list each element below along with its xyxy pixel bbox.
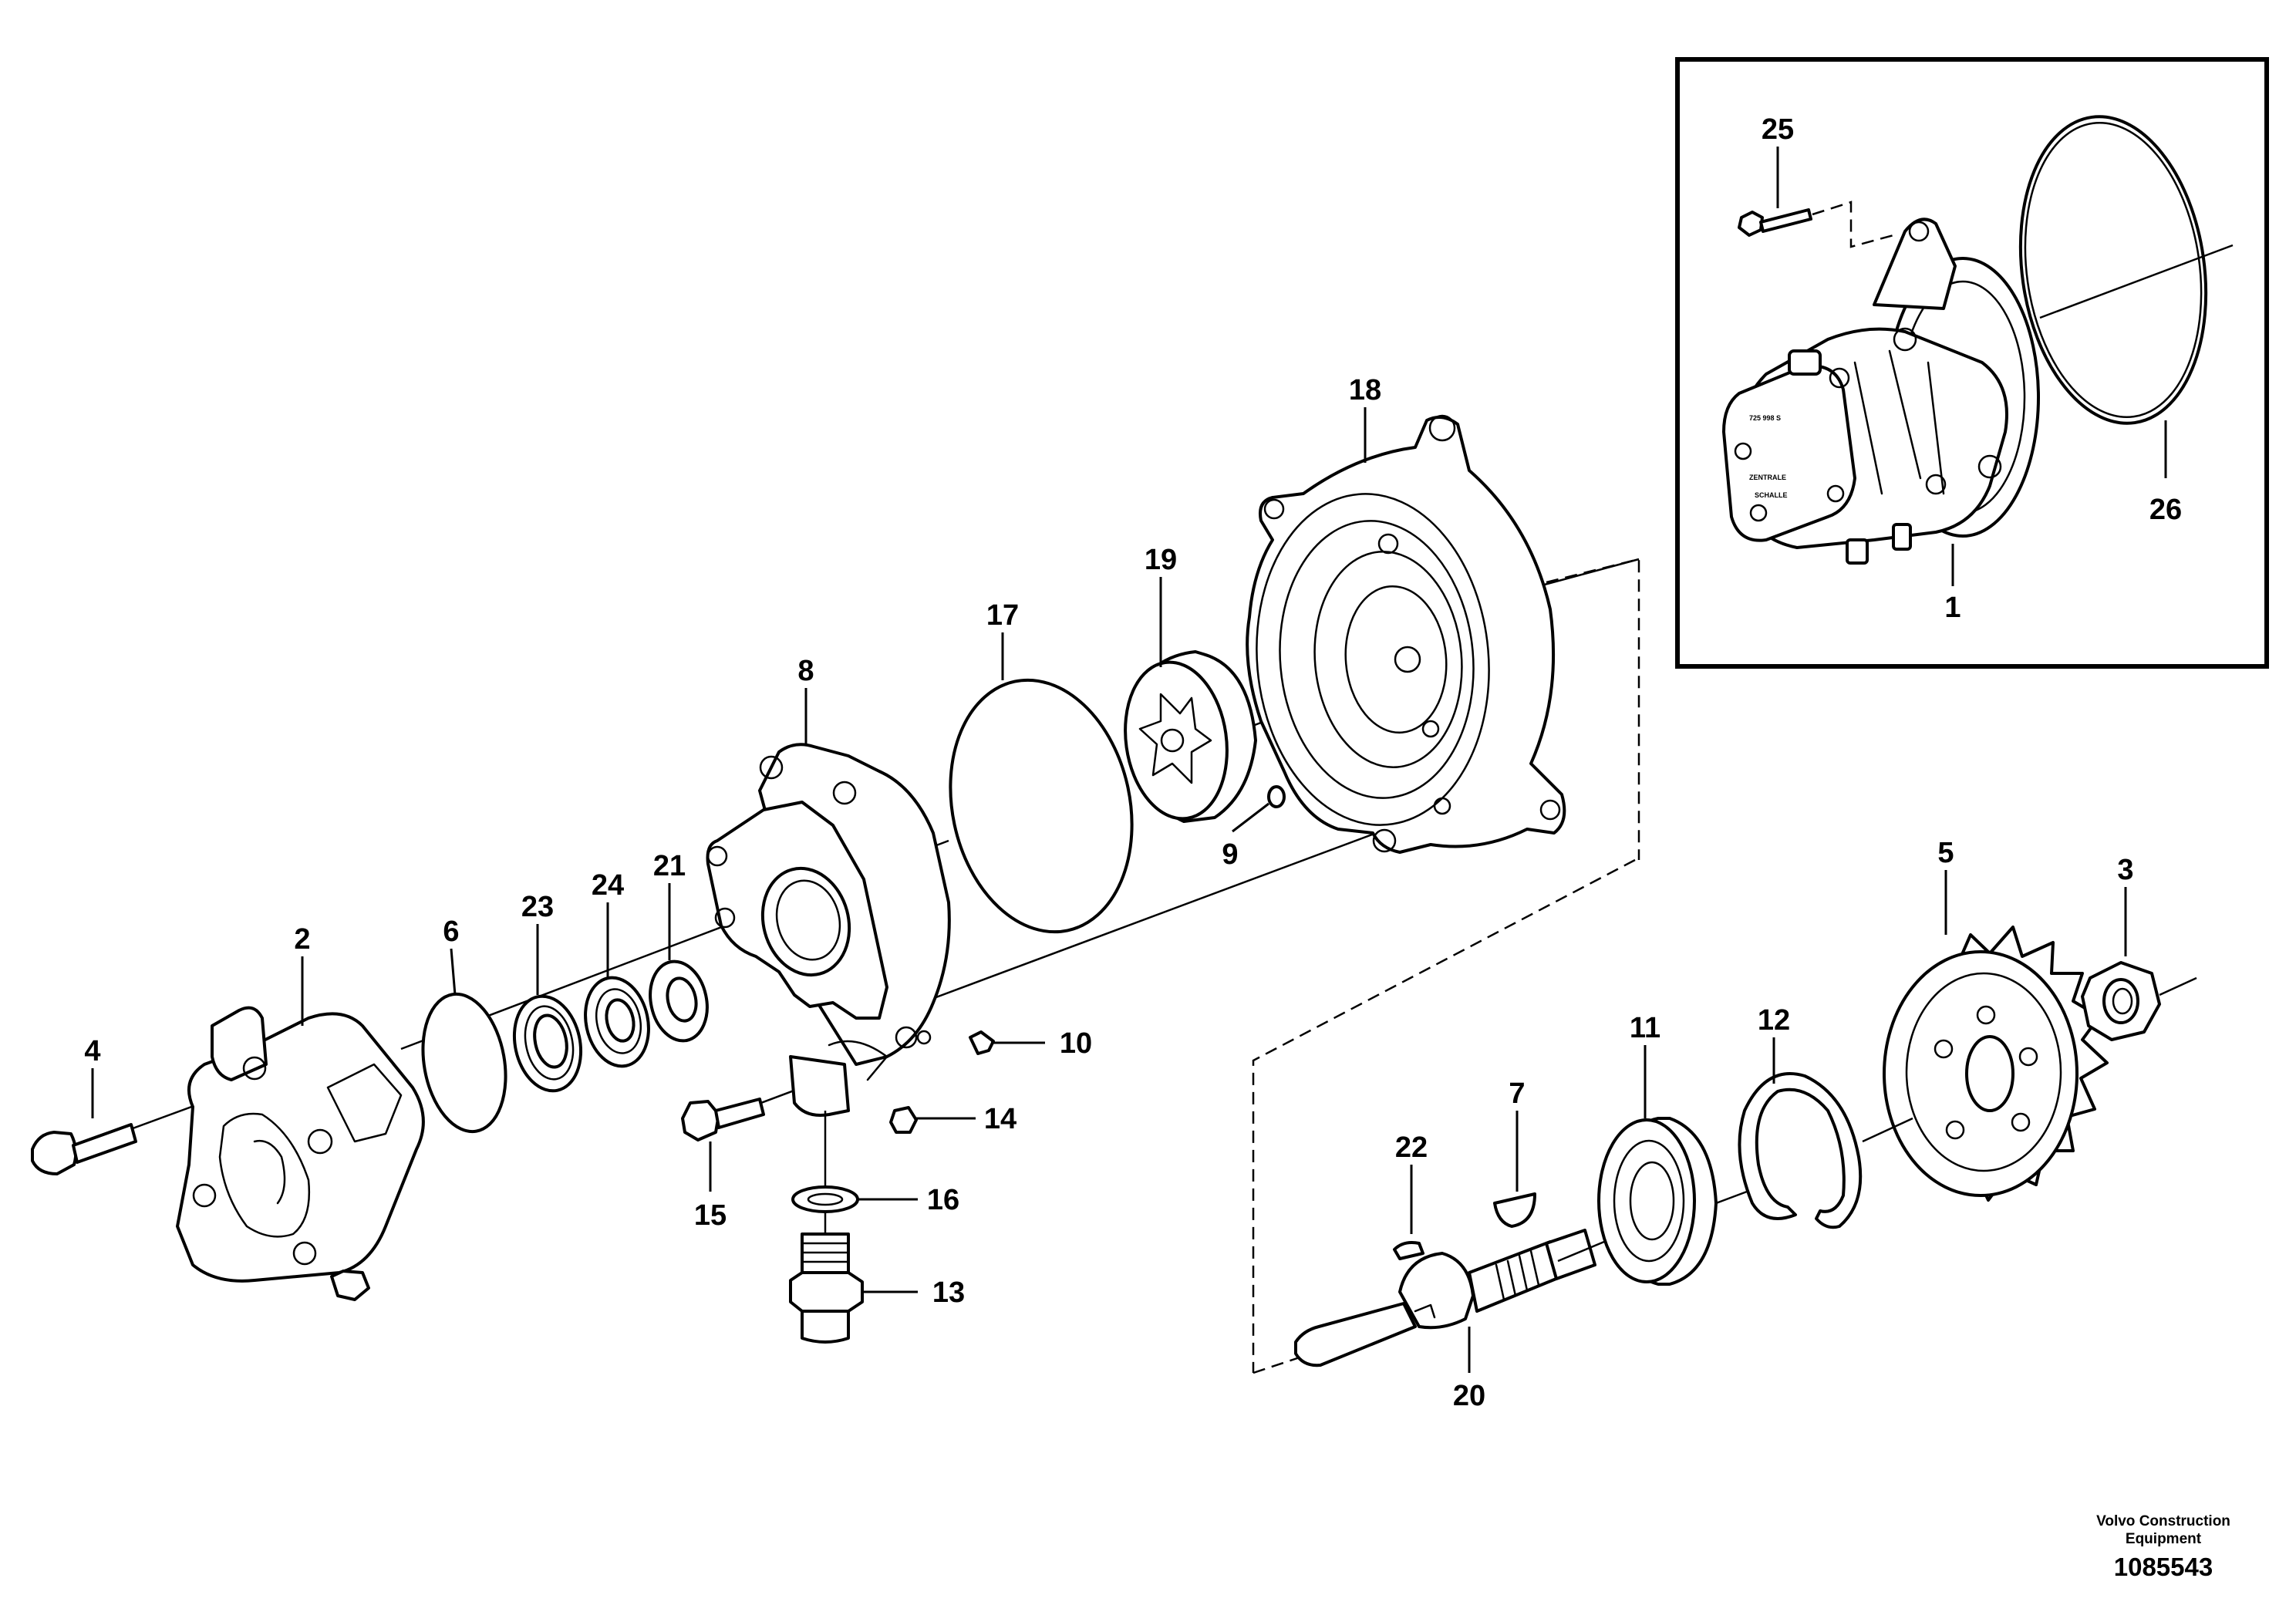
leader-lines (91, 147, 2167, 1373)
callout-16: 16 (927, 1184, 959, 1216)
callout-3: 3 (2117, 854, 2133, 886)
callout-14: 14 (984, 1103, 1017, 1135)
inset-mark-line3: SCHALLE (1755, 491, 1788, 499)
pump-housing-8 (706, 743, 951, 1117)
callout-19: 19 (1145, 544, 1177, 576)
bearing-11 (1597, 1117, 1718, 1286)
inset-mark-line1: 725 998 S (1749, 414, 1781, 422)
nipple-13 (789, 1233, 864, 1344)
callout-26: 26 (2149, 494, 2182, 526)
woodruff-key-7 (1493, 1192, 1536, 1228)
brand-line-1: Volvo Construction (2096, 1513, 2230, 1529)
screw-4 (31, 1123, 137, 1175)
rotor-set-19 (1124, 650, 1257, 823)
callout-5: 5 (1937, 837, 1954, 869)
callout-12: 12 (1758, 1004, 1790, 1037)
callout-21: 21 (653, 850, 686, 882)
drive-shaft-20 (1294, 1229, 1596, 1367)
callout-24: 24 (592, 869, 624, 902)
callout-11: 11 (1630, 1012, 1660, 1044)
nut-3 (2081, 961, 2161, 1041)
callout-13: 13 (932, 1276, 965, 1309)
circlip-12 (1738, 1072, 1863, 1229)
bolt-25-inset (1738, 208, 1812, 237)
callout-20: 20 (1453, 1380, 1485, 1412)
pump-assembly-drawing: 725 998 S ZENTRALE SCHALLE (1722, 218, 2040, 565)
callout-1: 1 (1944, 592, 1961, 624)
callout-18: 18 (1349, 374, 1381, 406)
o-ring-6 (421, 992, 507, 1134)
callout-10: 10 (1060, 1027, 1092, 1060)
callout-15: 15 (694, 1199, 727, 1232)
washer-16 (791, 1185, 859, 1213)
callout-7: 7 (1509, 1077, 1525, 1110)
bolt-15 (681, 1098, 765, 1141)
shaft-seal-23 (512, 994, 583, 1093)
inset-frame (1675, 57, 2269, 669)
callout-6: 6 (443, 916, 459, 948)
plug-14 (889, 1106, 918, 1134)
callout-25: 25 (1762, 113, 1794, 146)
o-ring-17 (949, 678, 1134, 934)
callout-4: 4 (84, 1035, 100, 1067)
dowel-pin-10 (969, 1030, 995, 1055)
spacer-ring-21 (649, 959, 709, 1043)
callout-17: 17 (986, 599, 1019, 632)
callout-22: 22 (1395, 1131, 1428, 1164)
inset-mark-line2: ZENTRALE (1749, 474, 1786, 481)
drawing-number: 1085543 (2114, 1553, 2213, 1581)
callout-8: 8 (797, 655, 814, 687)
brand-line-2: Equipment (2126, 1531, 2202, 1547)
callout-23: 23 (521, 891, 554, 923)
bearing-24 (584, 976, 650, 1068)
callout-2: 2 (294, 923, 310, 956)
gear-5 (1883, 926, 2109, 1202)
o-ring-9 (1267, 785, 1286, 808)
flange-housing-18 (1246, 414, 1566, 854)
key-22 (1393, 1241, 1424, 1260)
callout-9: 9 (1222, 838, 1238, 871)
pump-cover-2 (176, 1006, 425, 1301)
